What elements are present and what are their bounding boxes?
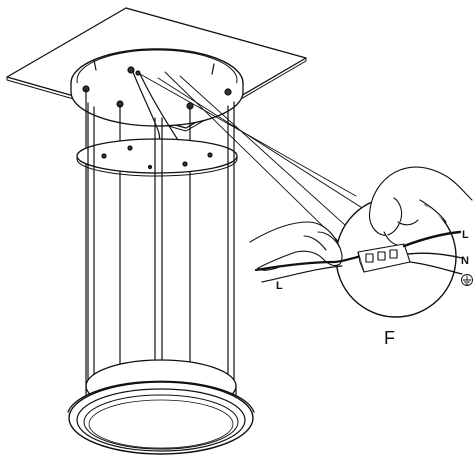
canopy-ring (70, 48, 244, 127)
wire-label-live: L (462, 229, 469, 241)
terminal-block (357, 243, 411, 273)
wire-label-neutral: N (461, 255, 469, 267)
diffuser-plate (76, 138, 238, 177)
bottom-ring (67, 359, 255, 455)
right-wires (402, 230, 463, 275)
labels: L L N F (276, 229, 469, 348)
wire-label-left: L (276, 280, 283, 292)
earth-ground-circle-icon (461, 274, 473, 286)
suspension-cables (85, 88, 191, 401)
cylinder-shade (87, 101, 235, 401)
left-wires (254, 254, 364, 283)
step-label: F (384, 328, 395, 348)
right-hand (368, 166, 473, 247)
